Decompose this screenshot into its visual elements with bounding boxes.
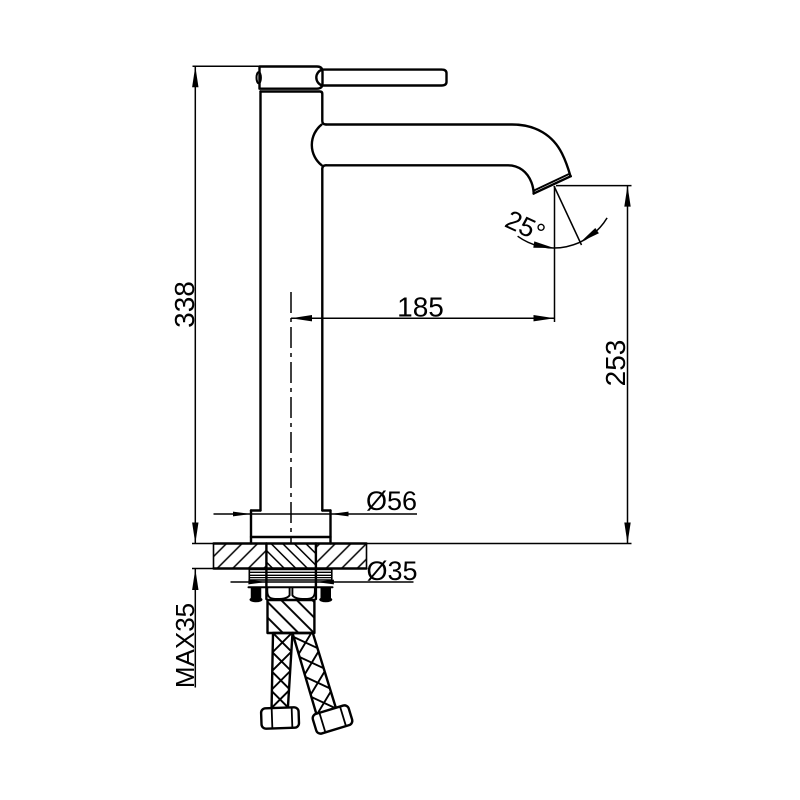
svg-text:Ø56: Ø56	[366, 486, 417, 516]
svg-text:253: 253	[600, 340, 631, 387]
svg-text:Ø35: Ø35	[366, 556, 417, 586]
svg-text:25°: 25°	[501, 204, 550, 248]
svg-text:MAX35: MAX35	[170, 603, 200, 688]
svg-text:338: 338	[169, 281, 200, 328]
svg-text:185: 185	[397, 292, 444, 323]
